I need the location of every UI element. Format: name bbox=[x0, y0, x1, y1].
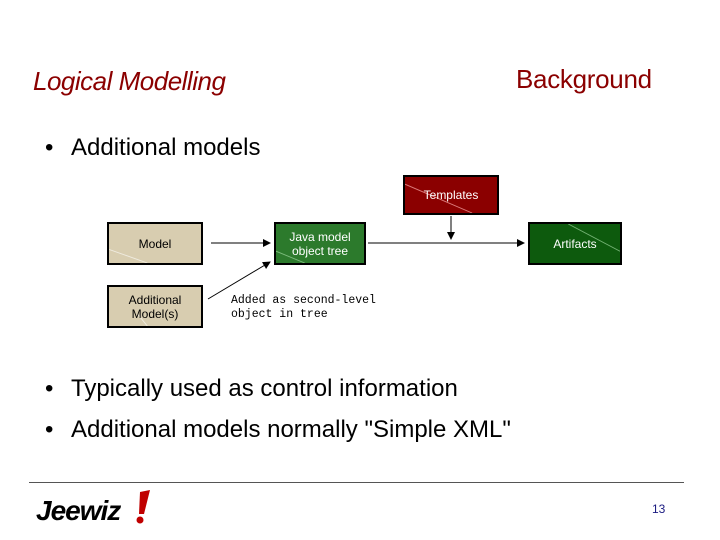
logo-wordmark: Jeewiz bbox=[36, 495, 121, 526]
bullet-text: Typically used as control information bbox=[71, 375, 458, 402]
model-label: Model bbox=[138, 236, 172, 251]
model-box: Model bbox=[107, 222, 203, 265]
bullet-item: • Typically used as control information bbox=[45, 375, 458, 403]
java-model-box: Java model object tree bbox=[274, 222, 366, 265]
templates-box: Templates bbox=[403, 175, 499, 215]
jeewiz-logo: Jeewiz bbox=[36, 488, 156, 533]
diagram-note: Added as second-level object in tree bbox=[231, 294, 376, 321]
footer-divider bbox=[29, 482, 684, 483]
templates-label: Templates bbox=[423, 188, 479, 202]
java-model-label: Java model object tree bbox=[289, 229, 351, 258]
additional-models-label: Additional Model(s) bbox=[128, 292, 182, 321]
arrow-additional-to-java bbox=[207, 261, 271, 300]
bullet-dot: • bbox=[45, 134, 54, 161]
bullet-text: Additional models bbox=[71, 134, 261, 161]
slide-title: Logical Modelling bbox=[33, 66, 226, 96]
additional-models-box: Additional Model(s) bbox=[107, 285, 203, 328]
bullet-text: Additional models normally "Simple XML" bbox=[71, 416, 511, 443]
bullet-item: • Additional models normally "Simple XML" bbox=[45, 416, 511, 444]
section-title: Background bbox=[516, 64, 652, 94]
artifacts-box: Artifacts bbox=[528, 222, 622, 265]
artifacts-label: Artifacts bbox=[553, 236, 597, 251]
bullet-dot: • bbox=[45, 416, 54, 443]
exclamation-logo-mark-icon bbox=[136, 490, 150, 524]
page-number: 13 bbox=[652, 502, 666, 516]
bullet-item: • Additional models bbox=[45, 134, 260, 162]
bullet-dot: • bbox=[45, 375, 54, 402]
